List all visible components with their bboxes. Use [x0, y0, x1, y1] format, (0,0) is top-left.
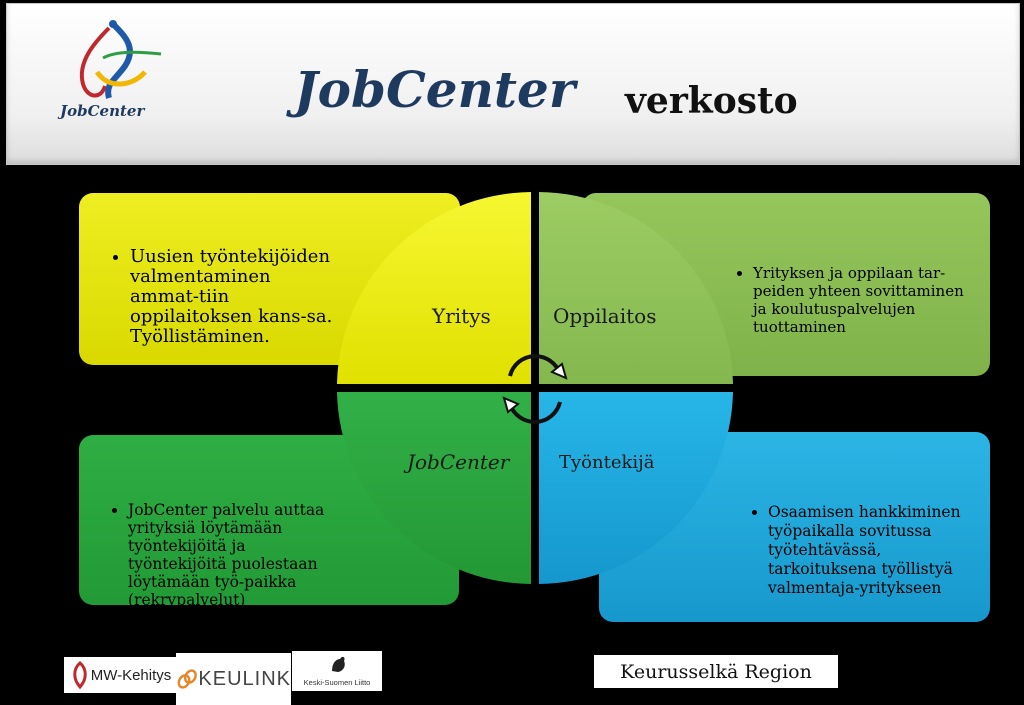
partner-keulink-label: KEULINK [198, 667, 291, 690]
quadrant-oppilaitos [539, 192, 733, 384]
box-yritys-bullet: Uusien työntekijöiden valmentaminen amma… [130, 247, 340, 347]
quadrant-jobcenter [337, 392, 531, 584]
box-oppilaitos-bullet: Yrityksen ja oppilaan tar-peiden yhteen … [753, 264, 973, 336]
region-label: Keurusselkä Region [594, 655, 838, 688]
box-tyontekija-text: Osaamisen hankkiminen työpaikalla sovitu… [728, 487, 978, 613]
partner-keski-suomen-liitto: Keski-Suomen Liitto [292, 651, 382, 691]
cycle-circle [337, 192, 733, 584]
page-title: JobCenter [294, 60, 576, 119]
quadrant-tyontekija [539, 392, 733, 584]
box-yritys-text: Uusien työntekijöiden valmentaminen amma… [90, 229, 340, 365]
partner-keulink: KEULINK [176, 653, 291, 705]
partner-mw-kehitys: MW-Kehitys [64, 657, 176, 693]
chain-link-icon [177, 669, 197, 689]
box-jobcenter-bullet: JobCenter palvelu auttaa yrityksiä löytä… [128, 501, 348, 609]
partner-keski-label: Keski-Suomen Liitto [303, 678, 371, 687]
quadrant-label-oppilaitos: Oppilaitos [553, 304, 657, 328]
partner-mw-label: MW-Kehitys [90, 666, 172, 684]
box-tyontekija-bullet: Osaamisen hankkiminen työpaikalla sovitu… [768, 503, 978, 598]
logo-text: JobCenter [60, 102, 145, 120]
quadrant-label-jobcenter: JobCenter [407, 450, 510, 474]
mw-logo-icon [72, 661, 87, 689]
box-oppilaitos-text: Yrityksen ja oppilaan tar-peiden yhteen … [713, 249, 973, 351]
jobcenter-logo-icon [79, 20, 162, 99]
quadrant-yritys [337, 192, 531, 384]
page-subtitle: verkosto [625, 80, 798, 122]
rooster-icon [332, 656, 345, 672]
quadrant-label-tyontekija: Työntekijä [559, 452, 655, 473]
cycle-arrows-icon [508, 354, 562, 424]
box-jobcenter-text: JobCenter palvelu auttaa yrityksiä löytä… [88, 485, 348, 624]
quadrant-label-yritys: Yritys [432, 304, 491, 328]
header-banner: JobCenter JobCenter verkosto [6, 3, 1020, 165]
